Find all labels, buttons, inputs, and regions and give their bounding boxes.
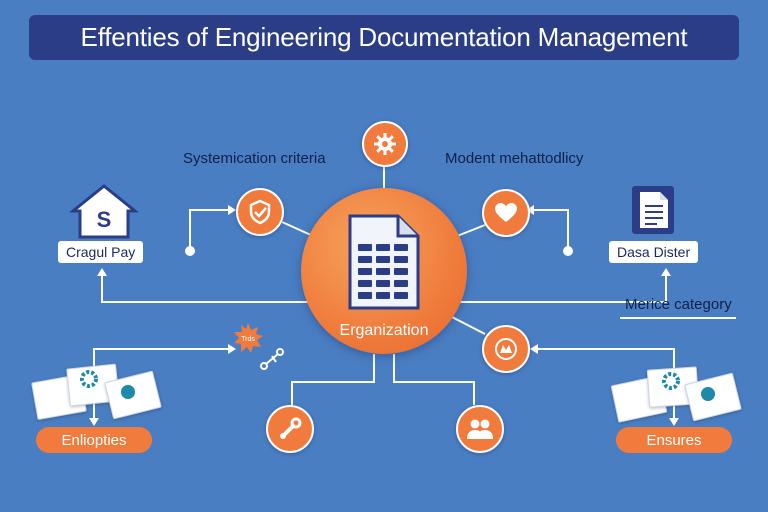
gear-icon-right (662, 372, 680, 390)
pill-right: Ensures (616, 427, 732, 453)
house-icon: S (70, 184, 138, 239)
badge-burst-icon: Trds (234, 323, 263, 353)
gear-node (362, 121, 408, 167)
page-title: Effenties of Engineering Documentation M… (29, 15, 739, 60)
box-dasa: Dasa Dister (609, 241, 699, 263)
hub-label: Erganization (339, 322, 429, 339)
box-cragul: Cragul Pay (58, 241, 144, 263)
heart-icon (495, 203, 517, 222)
pill-left: Enliopties (36, 427, 152, 453)
badge-burst-text: Trds (241, 336, 255, 343)
house-letter: S (97, 207, 112, 232)
label-modent: Modent mehattodlicy (445, 150, 584, 167)
file-icon (632, 186, 674, 234)
gear-icon (374, 133, 396, 155)
circle-icon-left (121, 385, 135, 399)
shield-check-icon (249, 199, 271, 225)
wrench-node (266, 405, 314, 453)
trend-icon (260, 348, 284, 370)
gear-icon-left (80, 370, 98, 388)
document-icon (348, 214, 420, 310)
shield-node (236, 188, 284, 236)
central-hub: Erganization (301, 188, 467, 354)
heart-node (482, 189, 530, 237)
badge-icon (495, 338, 517, 360)
label-systemication: Systemication criteria (183, 150, 326, 167)
people-node (456, 405, 504, 453)
circle-icon-right (701, 387, 715, 401)
badge-node (482, 325, 530, 373)
label-merice: Merice category (625, 296, 732, 313)
people-icon (467, 419, 493, 439)
wrench-icon (280, 417, 302, 439)
